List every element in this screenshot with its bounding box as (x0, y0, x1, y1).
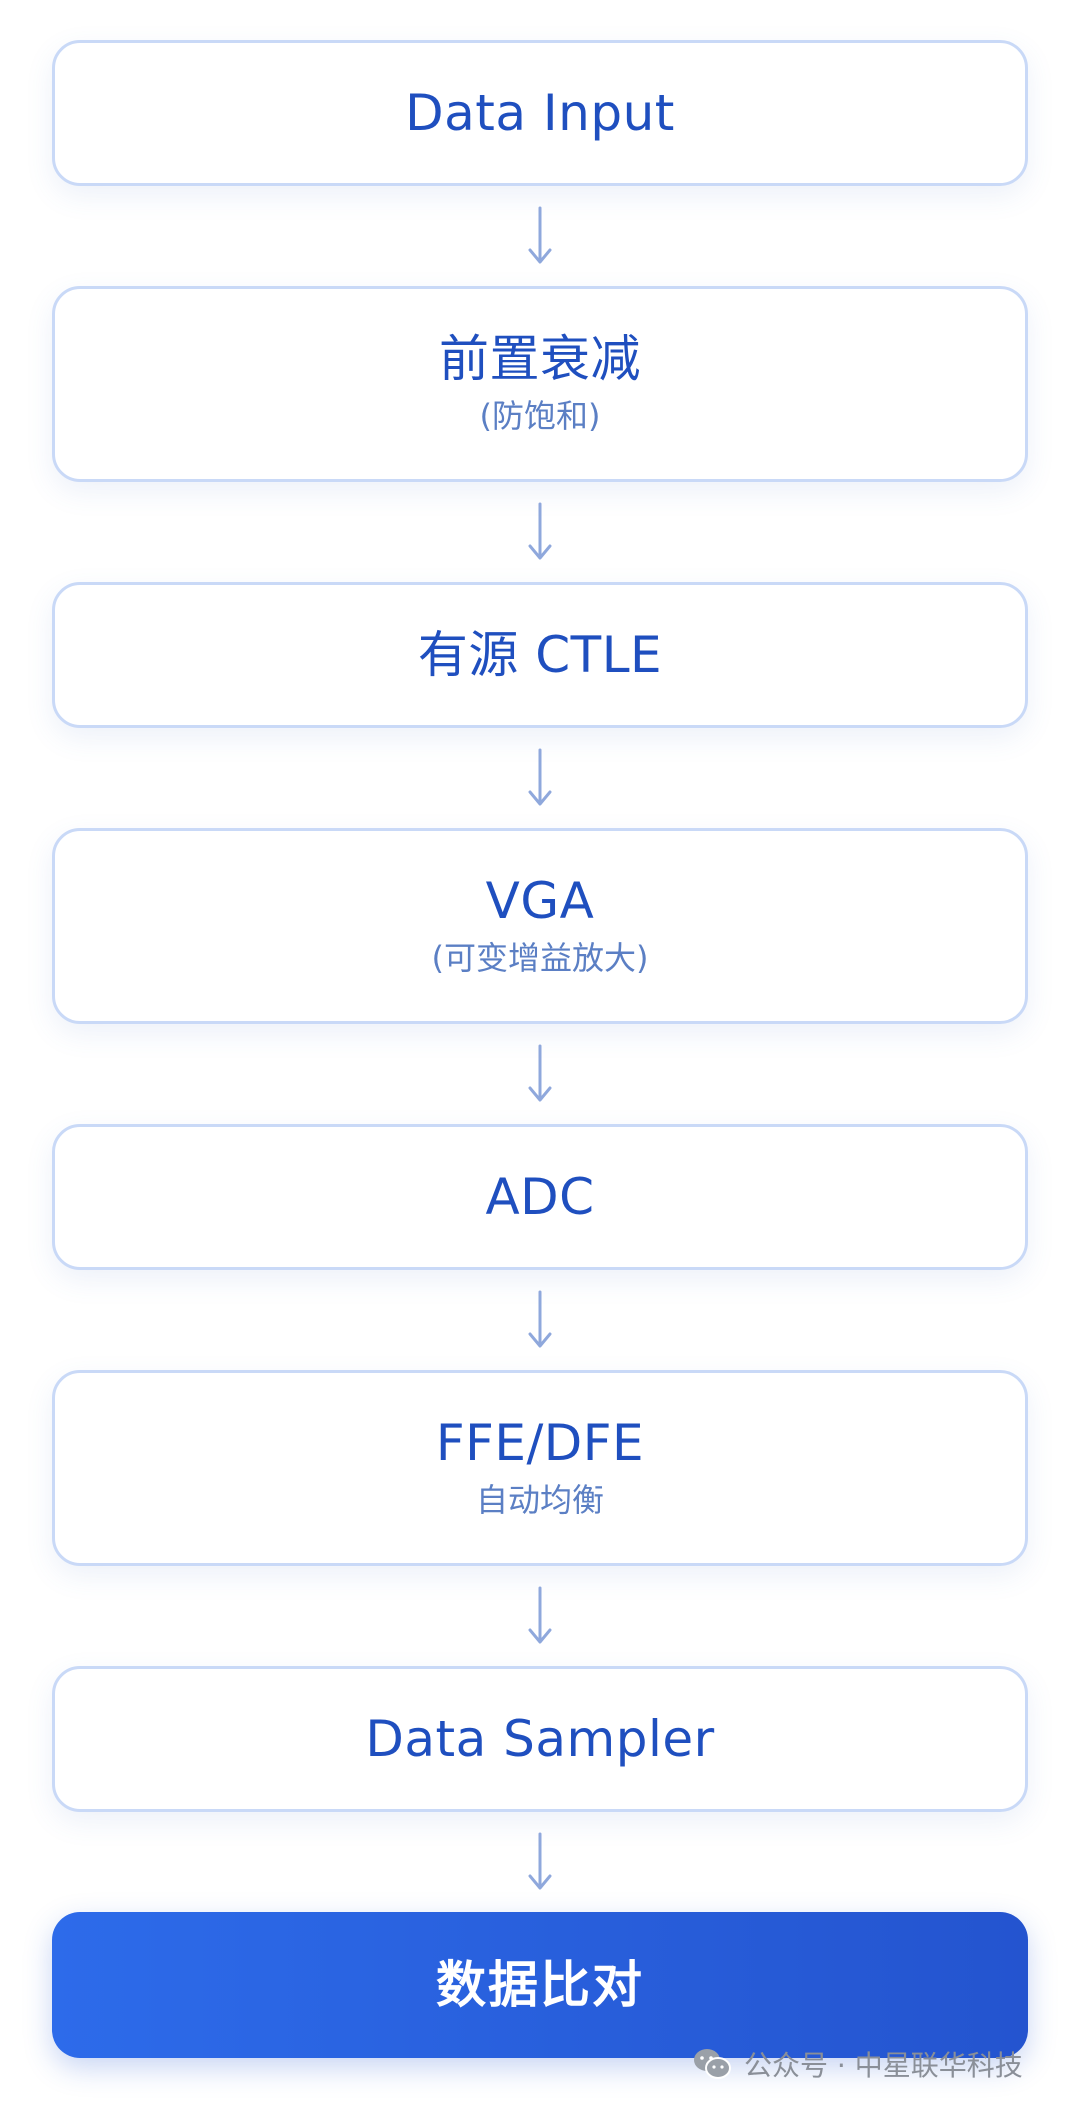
step-title: FFE/DFE (435, 1414, 645, 1473)
step-active-ctle: 有源 CTLE (52, 582, 1028, 728)
step-title: ADC (485, 1167, 595, 1226)
step-ffe-dfe: FFE/DFE 自动均衡 (52, 1370, 1028, 1566)
down-arrow-icon (52, 482, 1028, 582)
step-pre-attenuation: 前置衰减 (防饱和) (52, 286, 1028, 482)
step-title: Data Sampler (365, 1709, 715, 1768)
step-vga: VGA (可变增益放大) (52, 828, 1028, 1024)
step-data-compare: 数据比对 (52, 1912, 1028, 2058)
step-subtitle: (防饱和) (479, 397, 601, 436)
down-arrow-icon (52, 1566, 1028, 1666)
down-arrow-icon (52, 1024, 1028, 1124)
watermark-text: 公众号 · 中星联华科技 (744, 2049, 1023, 2082)
step-data-sampler: Data Sampler (52, 1666, 1028, 1812)
step-data-input: Data Input (52, 40, 1028, 186)
wechat-icon (692, 2047, 732, 2081)
step-title: VGA (485, 872, 595, 931)
watermark: 公众号 · 中星联华科技 (692, 2044, 1023, 2084)
step-title: 数据比对 (436, 1955, 644, 2014)
down-arrow-icon (52, 1812, 1028, 1912)
step-title: Data Input (405, 83, 675, 142)
down-arrow-icon (52, 1270, 1028, 1370)
step-title: 有源 CTLE (417, 625, 663, 684)
step-subtitle: (可变增益放大) (431, 939, 649, 978)
step-title: 前置衰减 (439, 330, 641, 389)
step-subtitle: 自动均衡 (475, 1481, 604, 1520)
step-adc: ADC (52, 1124, 1028, 1270)
flow-diagram: Data Input 前置衰减 (防饱和) 有源 CTLE VGA (可变增益放… (52, 40, 1028, 2058)
down-arrow-icon (52, 186, 1028, 286)
down-arrow-icon (52, 728, 1028, 828)
